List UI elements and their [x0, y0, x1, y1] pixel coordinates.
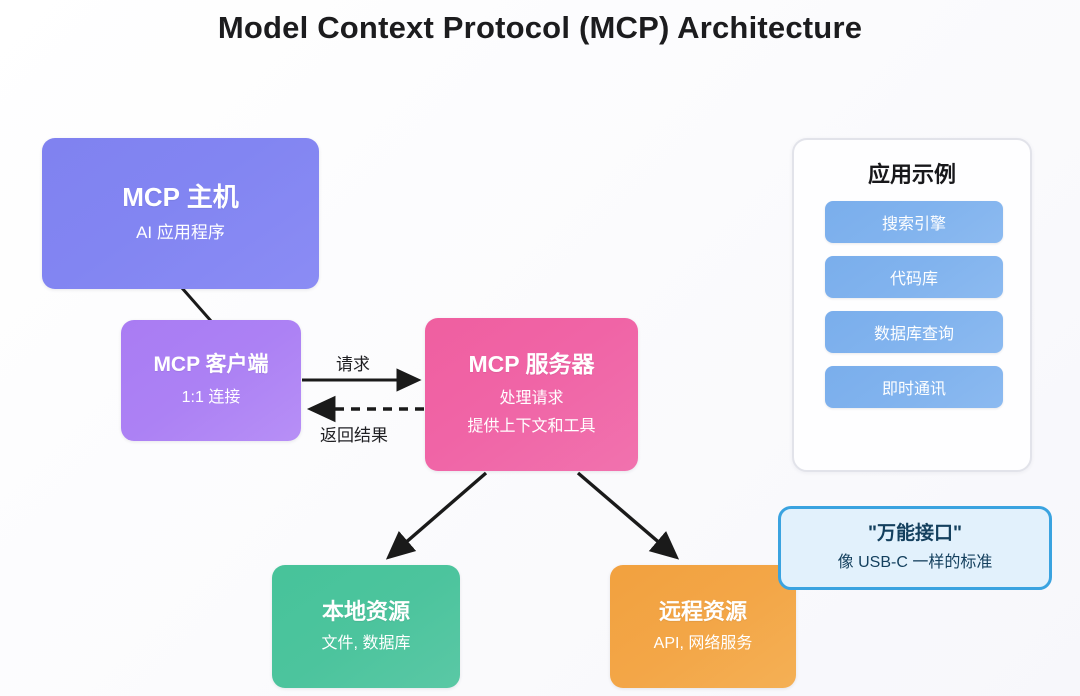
- node-local-resources-title: 本地资源: [321, 598, 410, 624]
- app-item-code-repository[interactable]: 代码库: [825, 256, 1003, 298]
- applications-panel-title: 应用示例: [867, 162, 956, 187]
- edge-server-to-remote: [576, 471, 680, 560]
- node-mcp-client[interactable]: MCP 客户端 1:1 连接: [121, 320, 301, 441]
- node-mcp-server-title: MCP 服务器: [468, 351, 595, 378]
- node-mcp-client-subtitle: 1:1 连接: [181, 388, 241, 406]
- applications-list: 搜索引擎 代码库 数据库查询 即时通讯: [825, 201, 1003, 408]
- edge-label-request: 请求: [336, 355, 370, 374]
- universal-interface-callout-title: "万能接口": [867, 522, 963, 544]
- page-title: Model Context Protocol (MCP) Architectur…: [217, 10, 863, 45]
- node-mcp-server[interactable]: MCP 服务器 处理请求 提供上下文和工具: [425, 318, 638, 471]
- node-local-resources-subtitle: 文件, 数据库: [321, 635, 411, 653]
- universal-interface-callout-subtitle: 像 USB-C 一样的标准: [837, 553, 993, 571]
- node-remote-resources-title: 远程资源: [658, 598, 747, 624]
- node-mcp-client-title: MCP 客户端: [153, 353, 269, 377]
- node-remote-resources[interactable]: 远程资源 API, 网络服务: [610, 565, 796, 688]
- app-item-database-query[interactable]: 数据库查询: [825, 311, 1003, 353]
- app-item-instant-messaging[interactable]: 即时通讯: [825, 366, 1003, 408]
- applications-panel: 应用示例 搜索引擎 代码库 数据库查询 即时通讯: [792, 138, 1032, 472]
- edge-server-to-local: [385, 471, 488, 560]
- node-mcp-server-subtitle: 处理请求: [499, 390, 564, 408]
- app-item-search-engine[interactable]: 搜索引擎: [825, 201, 1003, 243]
- edge-label-response: 返回结果: [320, 426, 388, 445]
- node-local-resources[interactable]: 本地资源 文件, 数据库: [272, 565, 460, 688]
- node-mcp-host-title: MCP 主机: [122, 182, 239, 213]
- node-remote-resources-subtitle: API, 网络服务: [653, 635, 753, 653]
- node-mcp-host-subtitle: AI 应用程序: [136, 222, 225, 242]
- node-mcp-host[interactable]: MCP 主机 AI 应用程序: [42, 138, 319, 289]
- edge-host-to-client: [180, 287, 213, 322]
- node-mcp-server-subtitle-2: 提供上下文和工具: [467, 418, 596, 436]
- universal-interface-callout: "万能接口" 像 USB-C 一样的标准: [778, 506, 1052, 590]
